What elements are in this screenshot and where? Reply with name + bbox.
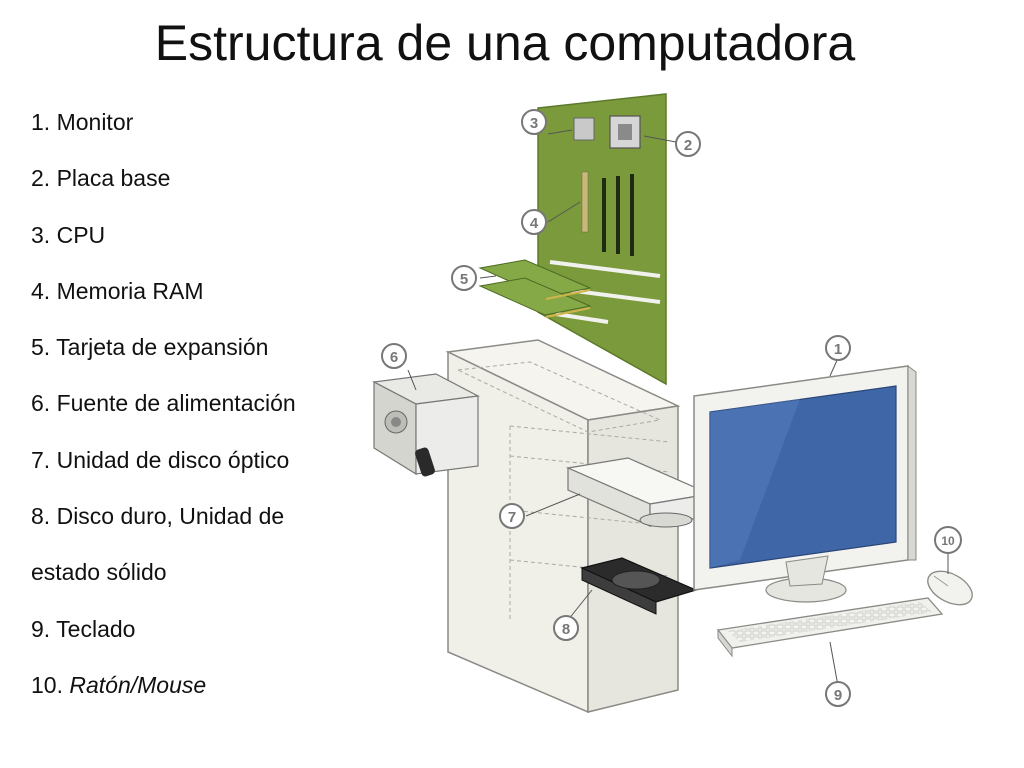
pc-case-illustration: [445, 339, 681, 714]
power-supply-illustration: [372, 373, 480, 477]
callout-5: 5: [451, 265, 477, 291]
list-item-disco-duro-cont: estado sólido: [31, 559, 167, 586]
list-item-monitor: 1. Monitor: [31, 109, 134, 135]
svg-text:10: 10: [941, 534, 955, 548]
list-item-placa-base: 2. Placa base: [31, 165, 171, 192]
svg-text:6: 6: [390, 349, 398, 366]
list-item-raton: 10. Ratón/Mouse: [31, 671, 207, 698]
list-item-disco-optico: 7. Unidad de disco óptico: [31, 446, 290, 473]
mouse-illustration: [927, 570, 973, 606]
svg-text:4: 4: [530, 215, 539, 232]
parts-list: 1. Monitor 2. Placa base 3. CPU 4. Memor…: [31, 94, 371, 713]
slide-title: Estructura de una computadora: [154, 15, 856, 71]
hard-drive-illustration: [580, 557, 698, 615]
callout-1: 1: [825, 335, 851, 361]
expansion-cards-illustration: [478, 259, 592, 318]
svg-text:7: 7: [508, 509, 516, 526]
list-item-tarjeta-expansion: 5. Tarjeta de expansión: [31, 334, 269, 361]
list-item-memoria-ram: 4. Memoria RAM: [31, 277, 204, 304]
list-item-disco-duro: 8. Disco duro, Unidad de: [31, 503, 285, 530]
callout-6: 6: [381, 343, 407, 369]
monitor-illustration: [693, 365, 917, 603]
callout-8: 8: [553, 615, 579, 641]
svg-text:9: 9: [834, 687, 842, 704]
motherboard-illustration: [537, 93, 667, 386]
svg-text:2: 2: [684, 137, 692, 154]
keyboard-illustration: [716, 597, 944, 658]
callout-2: 2: [675, 131, 701, 157]
svg-text:5: 5: [460, 271, 468, 288]
callout-leader-lines: [407, 129, 949, 687]
svg-text:1: 1: [834, 341, 842, 358]
callout-10: 10: [934, 526, 962, 554]
callout-3: 3: [521, 109, 547, 135]
computer-diagram: 1 2 3 4 5 6 7 8 9 10: [372, 93, 973, 714]
list-item-fuente-alimentacion: 6. Fuente de alimentación: [31, 390, 296, 417]
callout-9: 9: [825, 681, 851, 707]
callout-7: 7: [499, 503, 525, 529]
list-item-teclado: 9. Teclado: [31, 615, 136, 642]
list-item-cpu: 3. CPU: [31, 221, 106, 248]
svg-text:3: 3: [530, 115, 538, 132]
svg-text:8: 8: [562, 621, 570, 638]
callout-4: 4: [521, 209, 547, 235]
